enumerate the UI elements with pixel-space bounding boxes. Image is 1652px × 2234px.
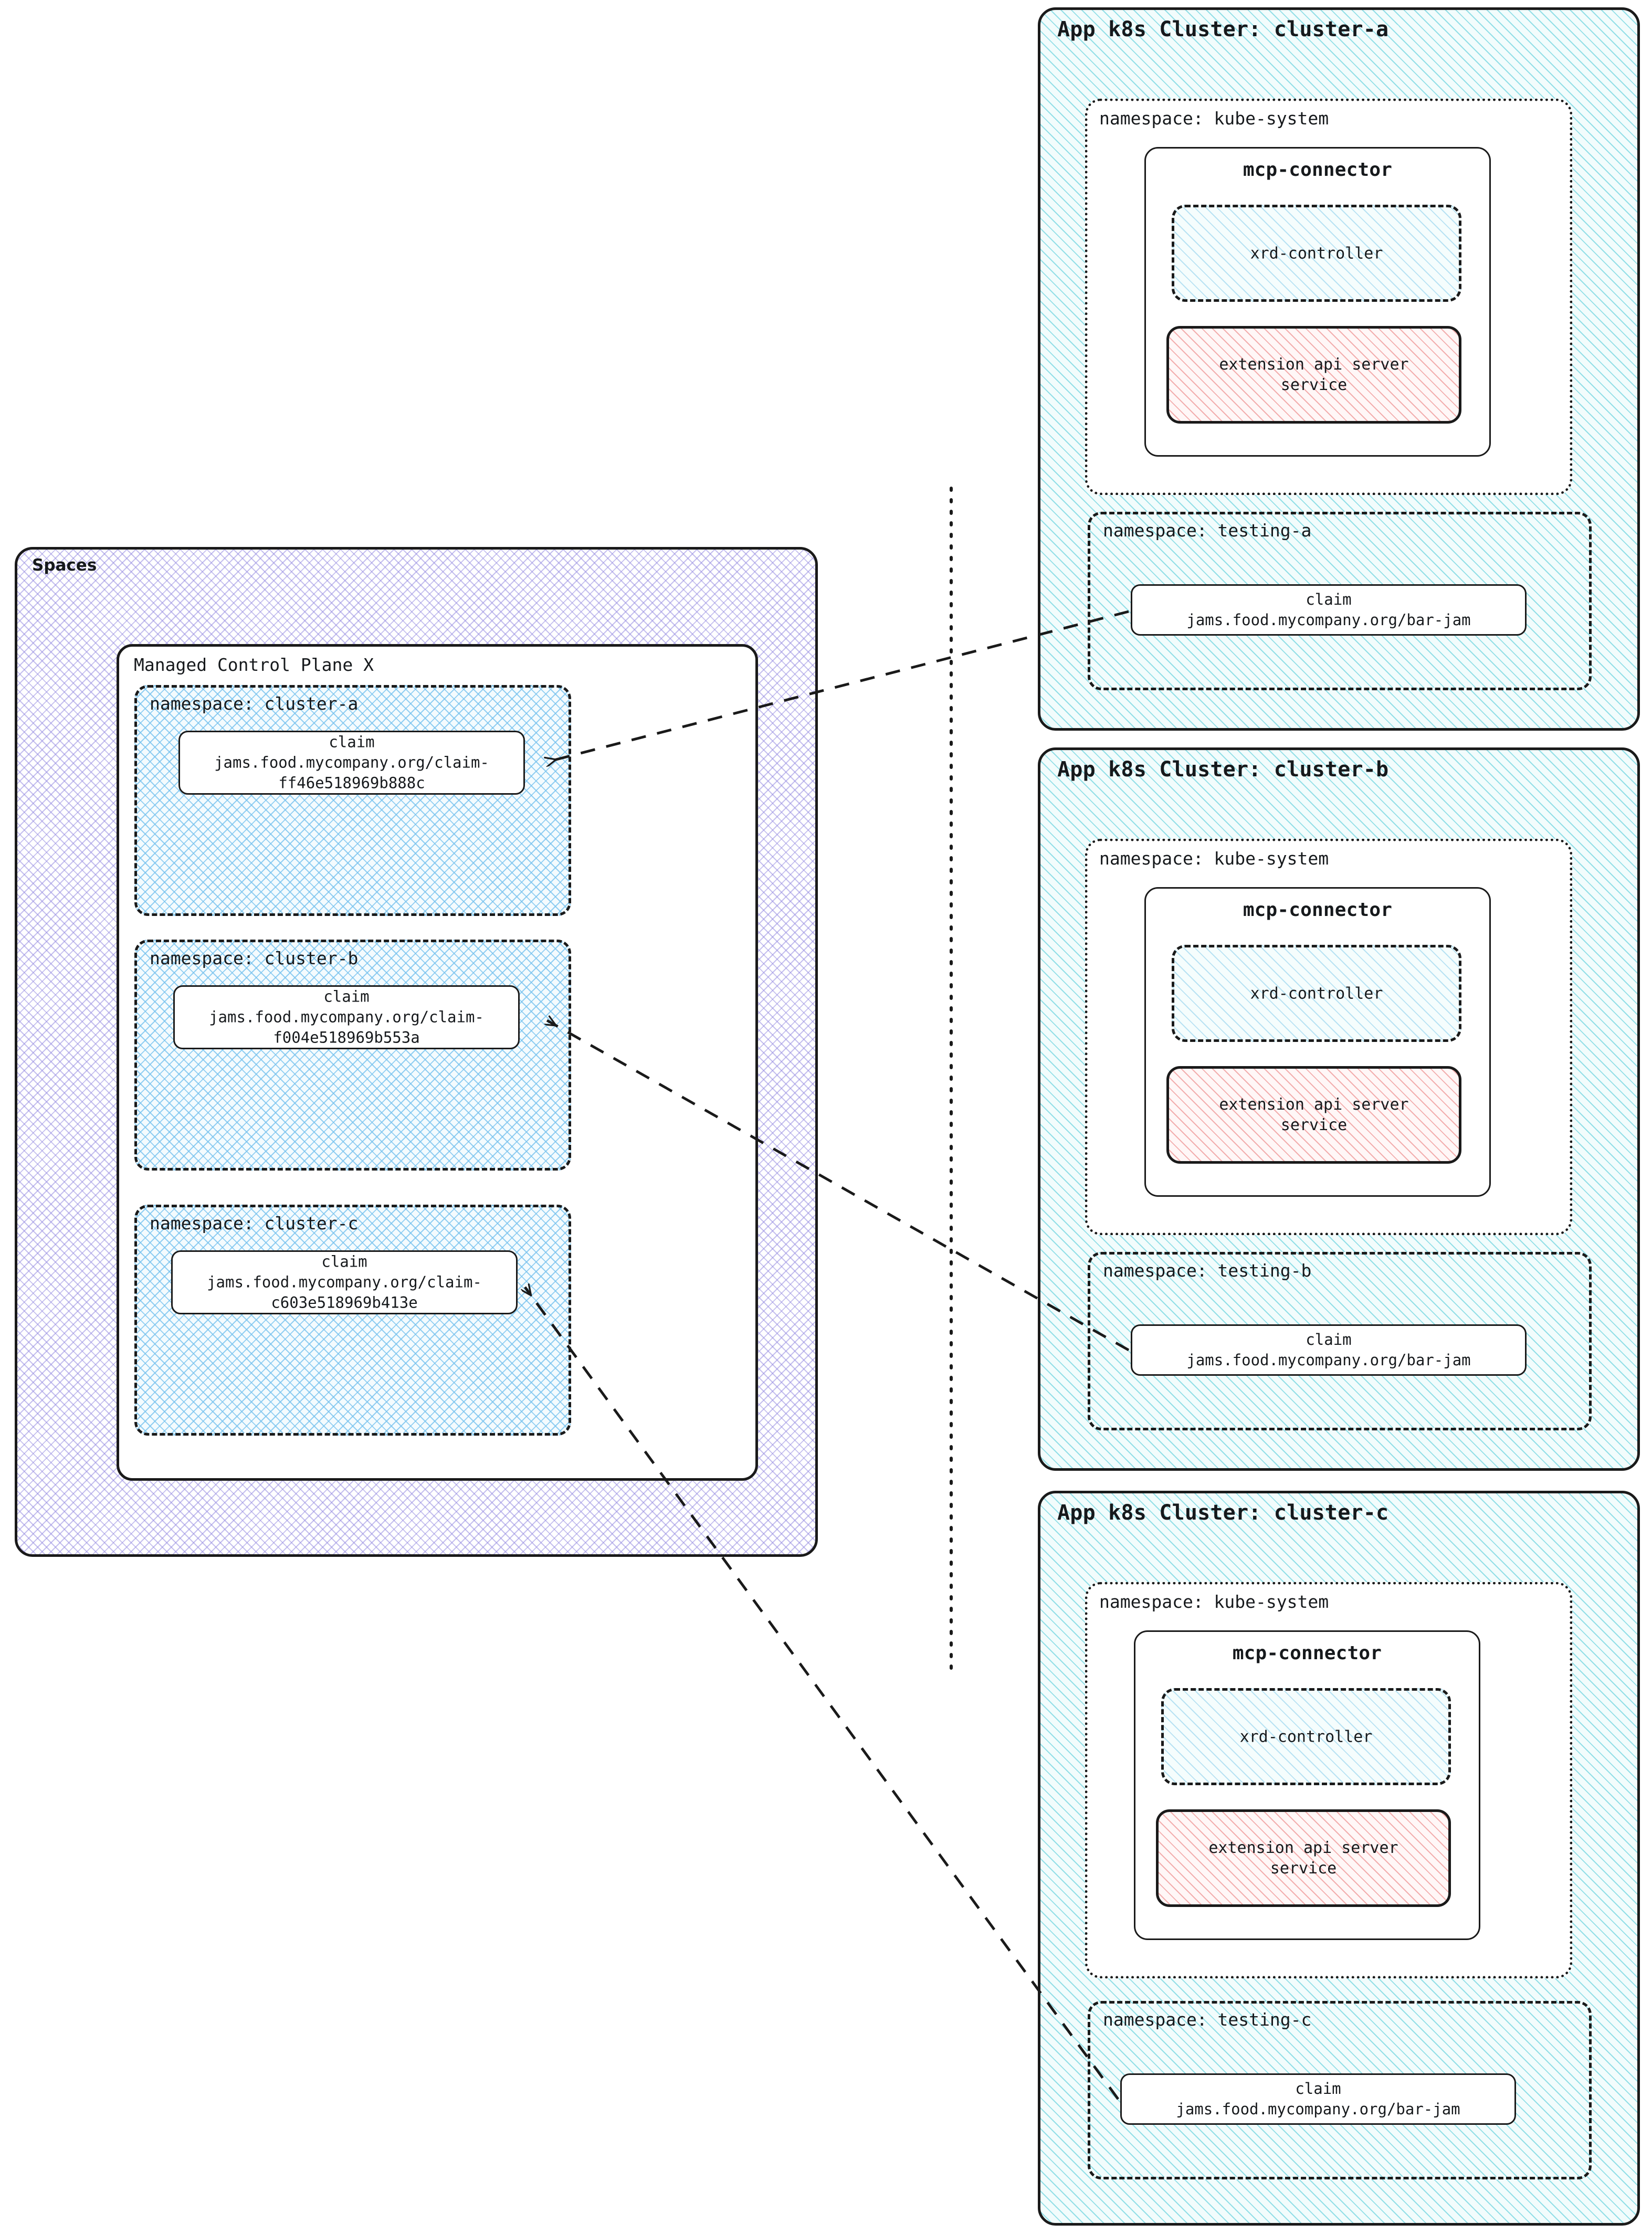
cluster-panel-b-title: App k8s Cluster: cluster-b [1057,757,1389,782]
cluster-c-testing-namespace-label: namespace: testing-c [1103,2009,1312,2030]
cluster-a-extension-api-server-service: extension api server service [1166,326,1461,424]
cluster-c-mcp-connector-title: mcp-connector [1232,1642,1382,1664]
cluster-c-extension-api-server-service: extension api server service [1156,1809,1451,1907]
cluster-a-xrd-controller: xrd-controller [1172,205,1461,302]
cluster-panel-c-title: App k8s Cluster: cluster-c [1057,1501,1389,1525]
namespace-cluster-c: namespace: cluster-c [134,1205,571,1436]
cluster-b-testing-namespace-label: namespace: testing-b [1103,1260,1312,1281]
namespace-cluster-b-label: namespace: cluster-b [150,948,359,968]
namespace-cluster-b: namespace: cluster-b [134,940,571,1171]
cluster-c-extension-api-server-label: extension api server service [1208,1839,1398,1878]
cluster-a-kube-system-label: namespace: kube-system [1099,108,1329,129]
cluster-a-mcp-connector-title: mcp-connector [1243,159,1393,181]
cluster-a-xrd-controller-label: xrd-controller [1250,244,1383,262]
cluster-a-testing-namespace-label: namespace: testing-a [1103,520,1312,541]
namespace-cluster-c-label: namespace: cluster-c [150,1213,359,1234]
cluster-a-extension-api-server-label: extension api server service [1219,355,1409,394]
cluster-b-extension-api-server-service: extension api server service [1166,1066,1461,1164]
cluster-b-xrd-controller: xrd-controller [1172,945,1461,1042]
cluster-b-extension-api-server-label: extension api server service [1219,1095,1409,1134]
cluster-panel-a-title: App k8s Cluster: cluster-a [1057,17,1389,41]
cluster-b-kube-system-label: namespace: kube-system [1099,848,1329,869]
spaces-panel-title: Spaces [32,556,97,575]
managed-control-plane-title: Managed Control Plane X [134,655,374,675]
cluster-b-xrd-controller-label: xrd-controller [1250,984,1383,1003]
cluster-b-mcp-connector-title: mcp-connector [1243,899,1393,921]
cluster-c-xrd-controller-label: xrd-controller [1239,1727,1373,1746]
cluster-c-kube-system-label: namespace: kube-system [1099,1592,1329,1612]
cluster-c-xrd-controller: xrd-controller [1161,1688,1451,1785]
namespace-cluster-a-label: namespace: cluster-a [150,693,359,714]
namespace-cluster-a: namespace: cluster-a [134,685,571,916]
